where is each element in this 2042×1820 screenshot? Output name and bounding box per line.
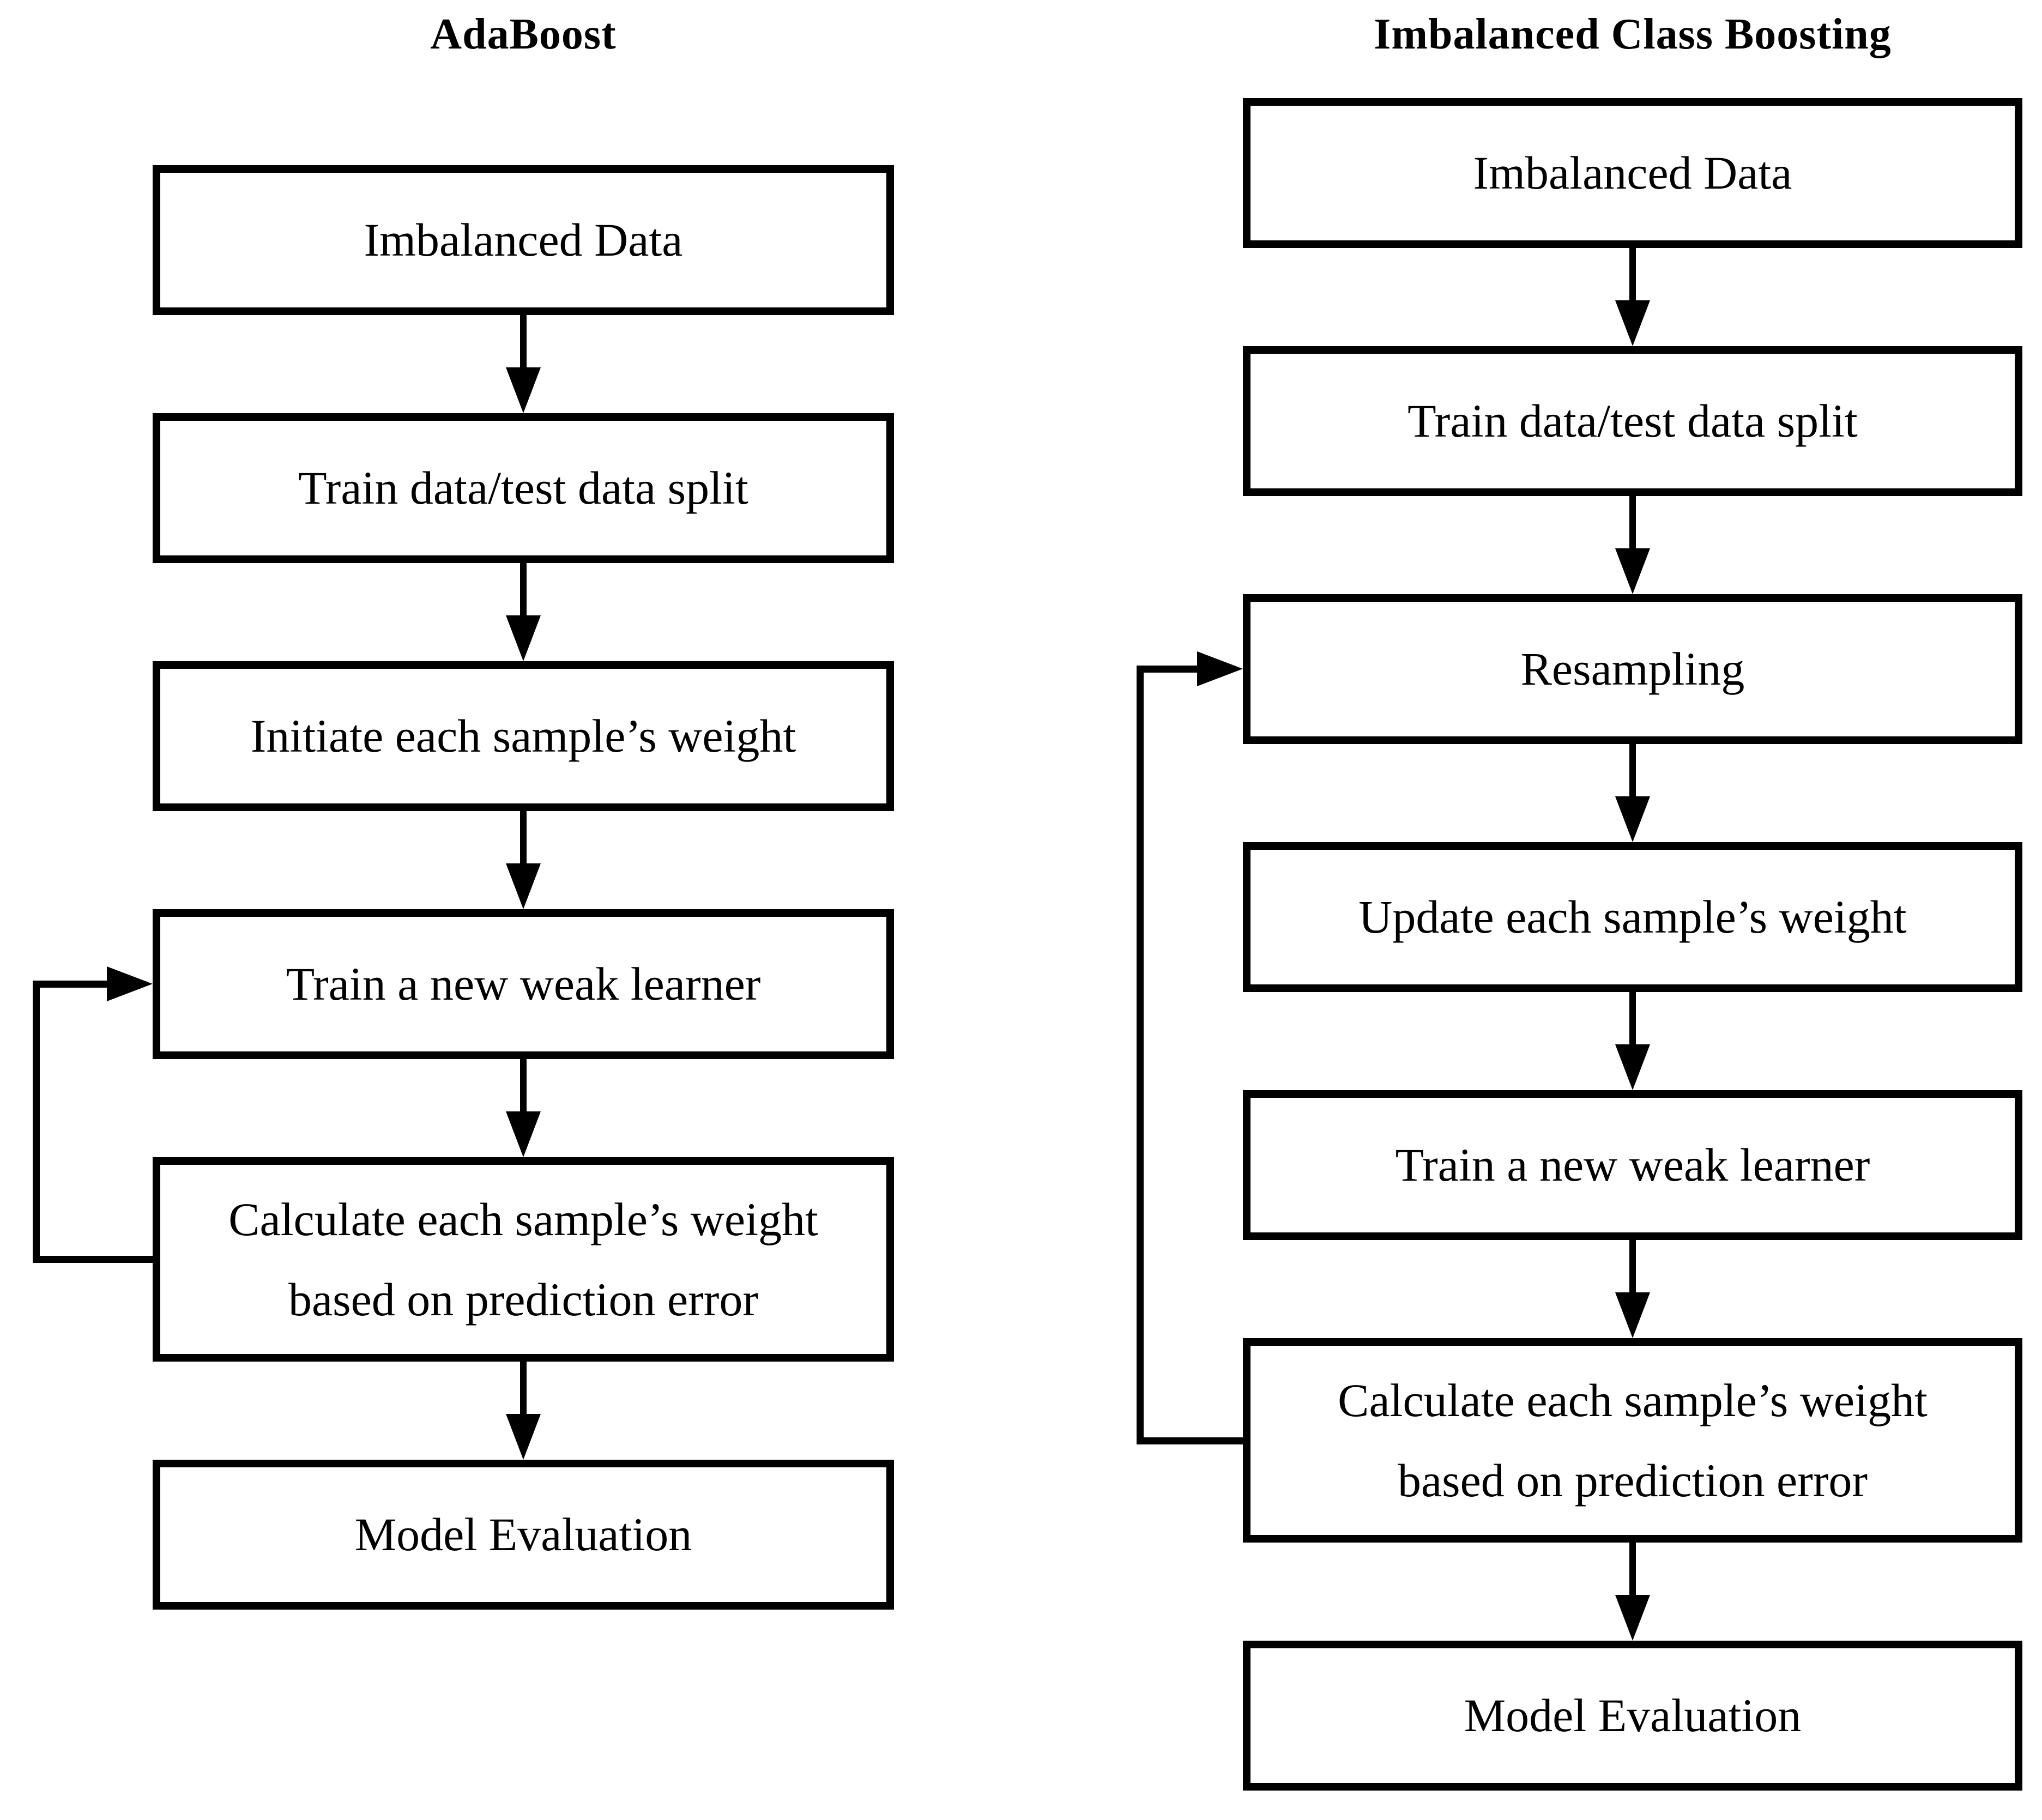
down-arrow-stem: [1629, 496, 1636, 551]
down-arrow-stem: [1629, 1240, 1636, 1295]
down-arrow-head-icon: [1615, 1044, 1650, 1090]
adaboost-box-imbalanced-data: Imbalanced Data: [153, 165, 894, 315]
box-label: Update each sample’s weight: [1358, 891, 1907, 944]
box-label: Train a new weak learner: [1395, 1139, 1870, 1192]
down-arrow-head-icon: [1615, 796, 1650, 842]
adaboost-box-model-evaluation: Model Evaluation: [153, 1460, 894, 1610]
down-arrow-head-icon: [506, 367, 541, 413]
loop-entry-line: [1137, 666, 1199, 673]
loop-exit-line: [33, 1256, 153, 1263]
box-label: Train data/test data split: [298, 462, 748, 515]
icb-box-resampling: Resampling: [1243, 594, 2022, 744]
box-label-line1: Calculate each sample’s weight: [1338, 1374, 1928, 1427]
adaboost-box-initiate-weight: Initiate each sample’s weight: [153, 661, 894, 811]
icb-box-model-evaluation: Model Evaluation: [1243, 1641, 2022, 1791]
box-label: Train a new weak learner: [286, 958, 761, 1011]
down-arrow-stem: [520, 811, 527, 866]
loop-vertical-line: [1137, 666, 1144, 1444]
down-arrow-head-icon: [1615, 1595, 1650, 1641]
adaboost-title: AdaBoost: [430, 10, 617, 58]
down-arrow-head-icon: [506, 1111, 541, 1157]
down-arrow-head-icon: [1615, 300, 1650, 346]
down-arrow-head-icon: [506, 1414, 541, 1460]
box-label: Model Evaluation: [354, 1508, 692, 1561]
down-arrow-head-icon: [1615, 1292, 1650, 1338]
adaboost-box-train-weak-learner: Train a new weak learner: [153, 909, 894, 1059]
loop-vertical-line: [33, 981, 40, 1263]
box-label: Train data/test data split: [1407, 395, 1858, 448]
down-arrow-stem: [1629, 992, 1636, 1047]
down-arrow-head-icon: [1615, 548, 1650, 594]
loop-entry-line: [33, 981, 109, 988]
box-label: Model Evaluation: [1464, 1689, 1802, 1742]
down-arrow-stem: [1629, 248, 1636, 303]
down-arrow-stem: [520, 315, 527, 370]
box-label: Initiate each sample’s weight: [250, 710, 796, 763]
down-arrow-stem: [1629, 1543, 1636, 1597]
loop-arrow-head-icon: [1197, 651, 1243, 686]
box-label: Imbalanced Data: [364, 214, 683, 267]
icb-box-train-test-split: Train data/test data split: [1243, 346, 2022, 496]
box-label-line2: based on prediction error: [288, 1273, 759, 1326]
box-label-line1: Calculate each sample’s weight: [228, 1193, 818, 1246]
down-arrow-head-icon: [506, 863, 541, 909]
box-label-line2: based on prediction error: [1397, 1454, 1868, 1507]
icb-box-train-weak-learner: Train a new weak learner: [1243, 1090, 2022, 1240]
adaboost-box-train-test-split: Train data/test data split: [153, 413, 894, 563]
down-arrow-stem: [520, 1362, 527, 1416]
icb-box-calculate-weight: Calculate each sample’s weight based on …: [1243, 1338, 2022, 1543]
down-arrow-head-icon: [506, 615, 541, 661]
icb-box-imbalanced-data: Imbalanced Data: [1243, 98, 2022, 248]
box-label: Resampling: [1520, 643, 1745, 696]
down-arrow-stem: [520, 1059, 527, 1114]
loop-arrow-head-icon: [107, 966, 153, 1001]
loop-exit-line: [1137, 1437, 1243, 1444]
down-arrow-stem: [1629, 744, 1636, 799]
down-arrow-stem: [520, 563, 527, 618]
box-label: Imbalanced Data: [1473, 147, 1792, 199]
icb-box-update-weight: Update each sample’s weight: [1243, 842, 2022, 992]
imbalanced-class-boosting-title: Imbalanced Class Boosting: [1374, 10, 1892, 58]
adaboost-box-calculate-weight: Calculate each sample’s weight based on …: [153, 1157, 894, 1362]
